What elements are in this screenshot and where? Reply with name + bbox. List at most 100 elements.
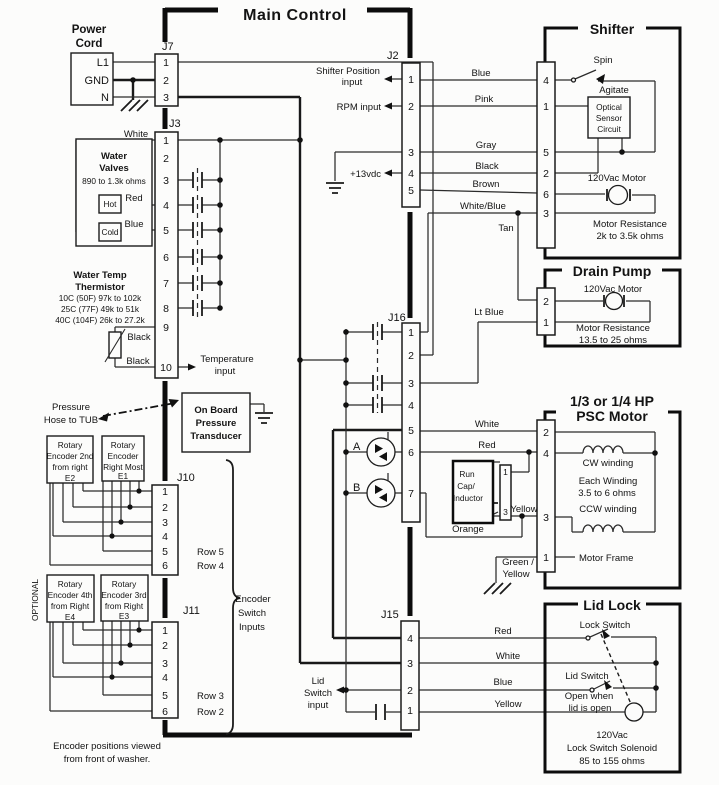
j3-pin: 2 [163,153,169,165]
lid-lock-mechanical-link [600,633,632,705]
lid-switch-pivot [589,687,595,693]
temperature-input-label-1: Temperature [200,354,253,365]
contact-plates [192,172,631,720]
j10-pin: 3 [162,517,168,529]
hot-valve-label: Hot [104,199,118,209]
lid-switch-label: Lid Switch [565,671,608,682]
lock-switch-pivot [585,635,591,641]
drain-resistance-1: Motor Resistance [576,323,650,334]
j16-pin: 4 [408,400,414,412]
row2-label: Row 2 [197,707,224,718]
shifter-resistance-1: Motor Resistance [593,219,667,230]
wire-label-yellow-lid: Yellow [494,699,521,710]
solenoid-label-2: Lock Switch Solenoid [567,743,657,754]
wire-label-pink: Pink [475,94,494,105]
wire-label-lt-blue: Lt Blue [474,307,504,318]
thermistor-title-1: Water Temp [73,270,127,281]
shifter-pin: 1 [543,101,549,113]
optical-label-2: Sensor [596,113,623,123]
j7-pin: 2 [163,75,169,87]
triac-b-label: B [353,482,360,494]
lid-switch-input-2: Switch [304,688,332,699]
optical-sensor-box [587,96,631,139]
row5-label: Row 5 [197,547,224,558]
page-title: Main Control [243,7,347,24]
runcap-label-3: Inductor [453,493,483,503]
arrowheads [98,74,612,694]
wire-label-blue-lid: Blue [493,677,512,688]
cold-valve-box [98,222,122,242]
water-valves-title-1: Water [101,151,127,162]
j15-pin: 3 [407,658,413,670]
j2-pin: 5 [408,185,414,197]
shifter-position-input-2: input [342,77,363,88]
each-winding-label-1: Each Winding [579,476,638,487]
cw-winding-coil [582,445,624,454]
shifter-motor-icon [607,184,629,206]
wire-label-white-lid: White [496,651,520,662]
run-cap-box [451,459,495,525]
hot-valve-box [98,194,122,214]
j10-pin: 5 [162,546,168,558]
e1-label: Right Most [103,462,143,472]
e3-label: from Right [105,601,144,611]
encoder-inputs-label-3: Inputs [239,622,265,633]
power-cord-title-1: Power [72,24,107,36]
shifter-pin: 2 [543,168,549,180]
shifter-title-bg [578,22,646,35]
label-j10: J10 [177,472,195,484]
runcap-pin: 3 [503,507,508,517]
connector-j2 [401,62,421,208]
j16-pin: 7 [408,488,414,500]
shifter-position-input-1: Shifter Position [316,66,380,77]
solenoid-label-1: 120Vac [596,730,628,741]
j3-pin: 1 [163,135,169,147]
psc-pin: 4 [543,448,549,460]
ccw-winding-label: CCW winding [579,504,637,515]
spin-switch-pivot [570,77,577,83]
wire-label-green-yellow-2: Yellow [502,569,529,580]
label-j15: J15 [381,609,399,621]
cold-valve-label: Cold [101,227,118,237]
transducer-ground-stem [250,403,265,412]
runcap-label-2: Cap/ [457,481,475,491]
agitate-label: Agitate [599,85,629,96]
connector-psc [536,419,556,573]
j16-pin: 6 [408,447,414,459]
water-valves-resistance: 890 to 1.3k ohms [82,176,146,186]
j11-pin: 4 [162,672,168,684]
e2-label: Encoder 2nd [46,451,93,461]
encoder-inputs-label-2: Switch [238,608,266,619]
row4-label: Row 4 [197,561,224,572]
encoder-e3-box [100,574,149,622]
wire-label-blue: Blue [471,68,490,79]
ground-symbols [120,99,512,595]
connector-j10 [151,484,179,576]
j3-pin: 5 [163,225,169,237]
water-valves-title-2: Valves [99,163,129,174]
wire-label-red-psc: Red [478,440,495,451]
wire-label-brown: Brown [473,179,500,190]
encoder-caption-2: from front of washer. [64,754,151,765]
thermistor-title-2: Thermistor [75,282,125,293]
psc-pin: 3 [543,512,549,524]
j3-pin: 8 [163,303,169,315]
wire-label-black-2: Black [126,356,149,367]
transducer-label-3: Transducer [190,431,242,442]
wire-label-tan: Tan [498,223,513,234]
wire-label-black: Black [475,161,498,172]
temperature-input-label-2: input [215,366,236,377]
j16-pin: 2 [408,350,414,362]
drain-title: Drain Pump [573,263,652,279]
label-j7: J7 [162,41,174,53]
wire-label-red-lid: Red [494,626,511,637]
drain-pin: 2 [543,296,549,308]
j2-pin: 4 [408,168,414,180]
connector-j11 [151,621,179,719]
drain-motor-icon [604,291,624,311]
motor-frame-label: Motor Frame [579,553,633,564]
e2-label: E2 [65,473,76,483]
encoder-e1-box [101,435,145,482]
thermistor-r3: 40C (104F) 26k to 27.2k [55,315,145,325]
